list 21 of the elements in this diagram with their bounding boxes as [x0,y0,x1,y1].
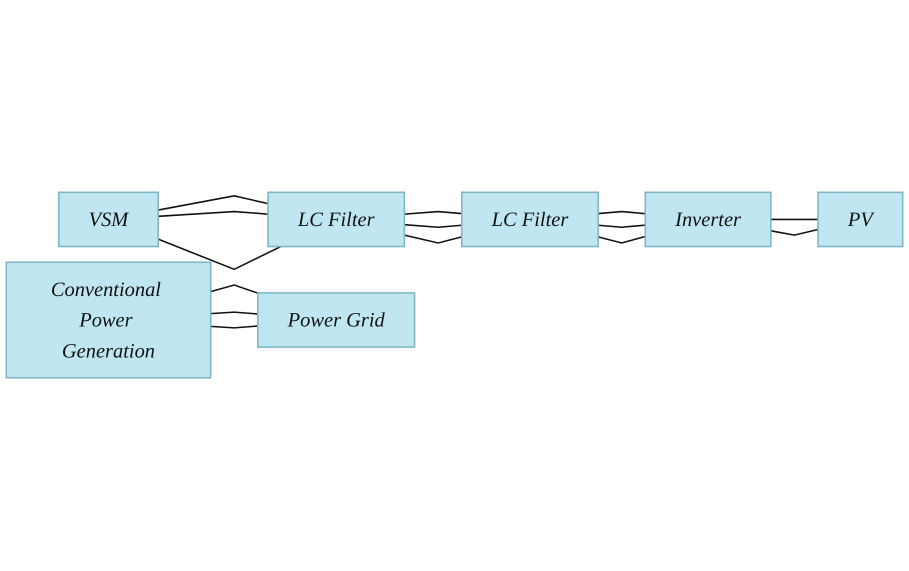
connector [158,211,268,218]
node-box: PV [817,192,904,248]
connector [598,224,646,229]
node-box: Inverter [644,192,772,248]
connector [158,196,268,212]
node-box: Power Grid [257,292,416,348]
connector [404,211,462,216]
connector [770,229,818,236]
node-box: VSM [58,192,159,248]
connector [210,326,258,330]
node-box: Conventional Power Generation [6,262,212,380]
connector [404,234,462,244]
connector [210,312,258,316]
connector [210,284,258,294]
connector [158,238,282,271]
connector [598,211,646,215]
connector [404,224,462,229]
connector [598,236,646,244]
node-box: LC Filter [267,192,406,248]
node-box: LC Filter [460,192,599,248]
connector [770,219,818,221]
